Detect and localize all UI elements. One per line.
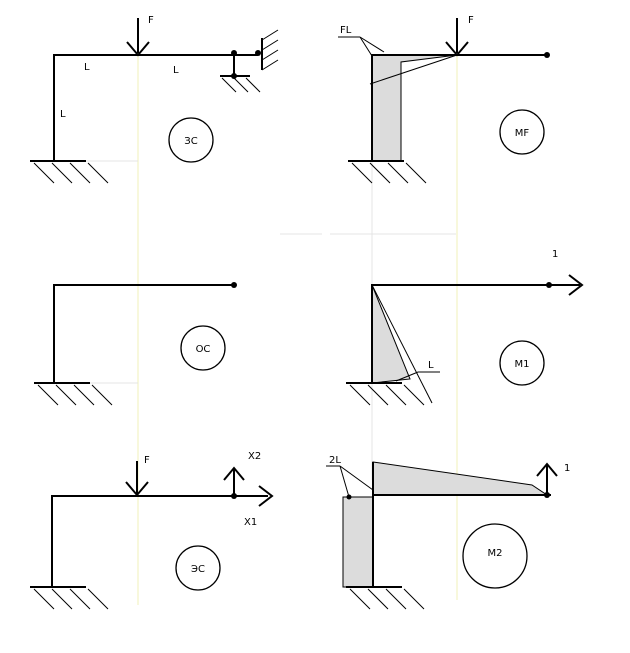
x2-label: X2 xyxy=(248,451,261,462)
wall-hatch xyxy=(261,29,279,71)
unit-force-arrow-head xyxy=(536,462,558,477)
force-label: F xyxy=(468,15,474,26)
leader-line xyxy=(339,465,374,491)
panel-label: M1 xyxy=(515,359,530,370)
panel-label: M2 xyxy=(488,548,503,559)
panel-badge xyxy=(168,117,214,163)
support-hatch xyxy=(37,384,113,406)
ground-hatch xyxy=(221,77,261,93)
panel-badge xyxy=(499,340,545,386)
hinge xyxy=(231,50,237,56)
panel-badge xyxy=(175,545,221,591)
diagram-line xyxy=(371,284,433,404)
moment-diagram-top xyxy=(372,461,549,496)
unit-label: 1 xyxy=(564,463,570,474)
unit-label: 1 xyxy=(552,249,558,260)
unit-force-arrow-head xyxy=(568,274,584,296)
support-hatch xyxy=(349,384,425,406)
panel-badge xyxy=(499,109,545,155)
panel-label: ЭС xyxy=(191,564,205,575)
panel-m1: 1 L M1 xyxy=(346,249,584,406)
leader-line xyxy=(359,36,373,57)
hinge xyxy=(255,50,261,56)
support-hatch xyxy=(349,588,425,610)
frame xyxy=(371,54,547,161)
x1-label: X1 xyxy=(244,517,257,528)
moment-diagram xyxy=(371,54,458,162)
force-arrow-head xyxy=(125,481,149,497)
moment-diagram-left xyxy=(342,496,374,588)
frame xyxy=(51,495,268,587)
length-label: L xyxy=(60,109,66,120)
support-hatch xyxy=(33,162,109,184)
panel-badge xyxy=(180,325,226,371)
force-label: F xyxy=(148,15,154,26)
panel-os: ОС xyxy=(34,282,237,406)
length-label: L xyxy=(84,62,90,73)
panel-badge xyxy=(462,523,528,589)
force-arrow-head xyxy=(445,41,469,57)
leader-line xyxy=(359,36,385,53)
fl-label: FL xyxy=(340,25,352,36)
leader-line xyxy=(339,465,350,498)
panel-zs-top: F L L L ЗС xyxy=(30,15,279,184)
panel-m2: 1 2L M2 xyxy=(326,455,570,610)
frame xyxy=(53,284,234,383)
leader-line xyxy=(395,371,419,382)
free-end xyxy=(546,282,552,288)
support-hatch xyxy=(351,162,427,184)
x1-arrow-head xyxy=(258,485,274,507)
frame xyxy=(371,284,580,383)
free-end xyxy=(231,282,237,288)
length-label: L xyxy=(428,360,434,371)
support-hatch xyxy=(33,588,109,610)
node xyxy=(346,494,352,500)
frame xyxy=(372,494,551,587)
twol-label: 2L xyxy=(329,455,341,466)
panel-es: X2 X1 F ЭС xyxy=(30,451,274,610)
panel-label: MF xyxy=(515,128,530,139)
free-end xyxy=(544,52,550,58)
frame xyxy=(53,54,234,161)
force-label: F xyxy=(144,455,150,466)
moment-diagram xyxy=(371,284,411,384)
panel-label: ОС xyxy=(196,344,211,355)
force-arrow-head xyxy=(126,41,150,57)
panel-mf: F FL MF xyxy=(338,15,550,184)
panel-label: ЗС xyxy=(184,136,197,147)
length-label: L xyxy=(173,65,179,76)
diagram-line xyxy=(369,54,458,85)
x2-arrow-head xyxy=(223,466,245,481)
